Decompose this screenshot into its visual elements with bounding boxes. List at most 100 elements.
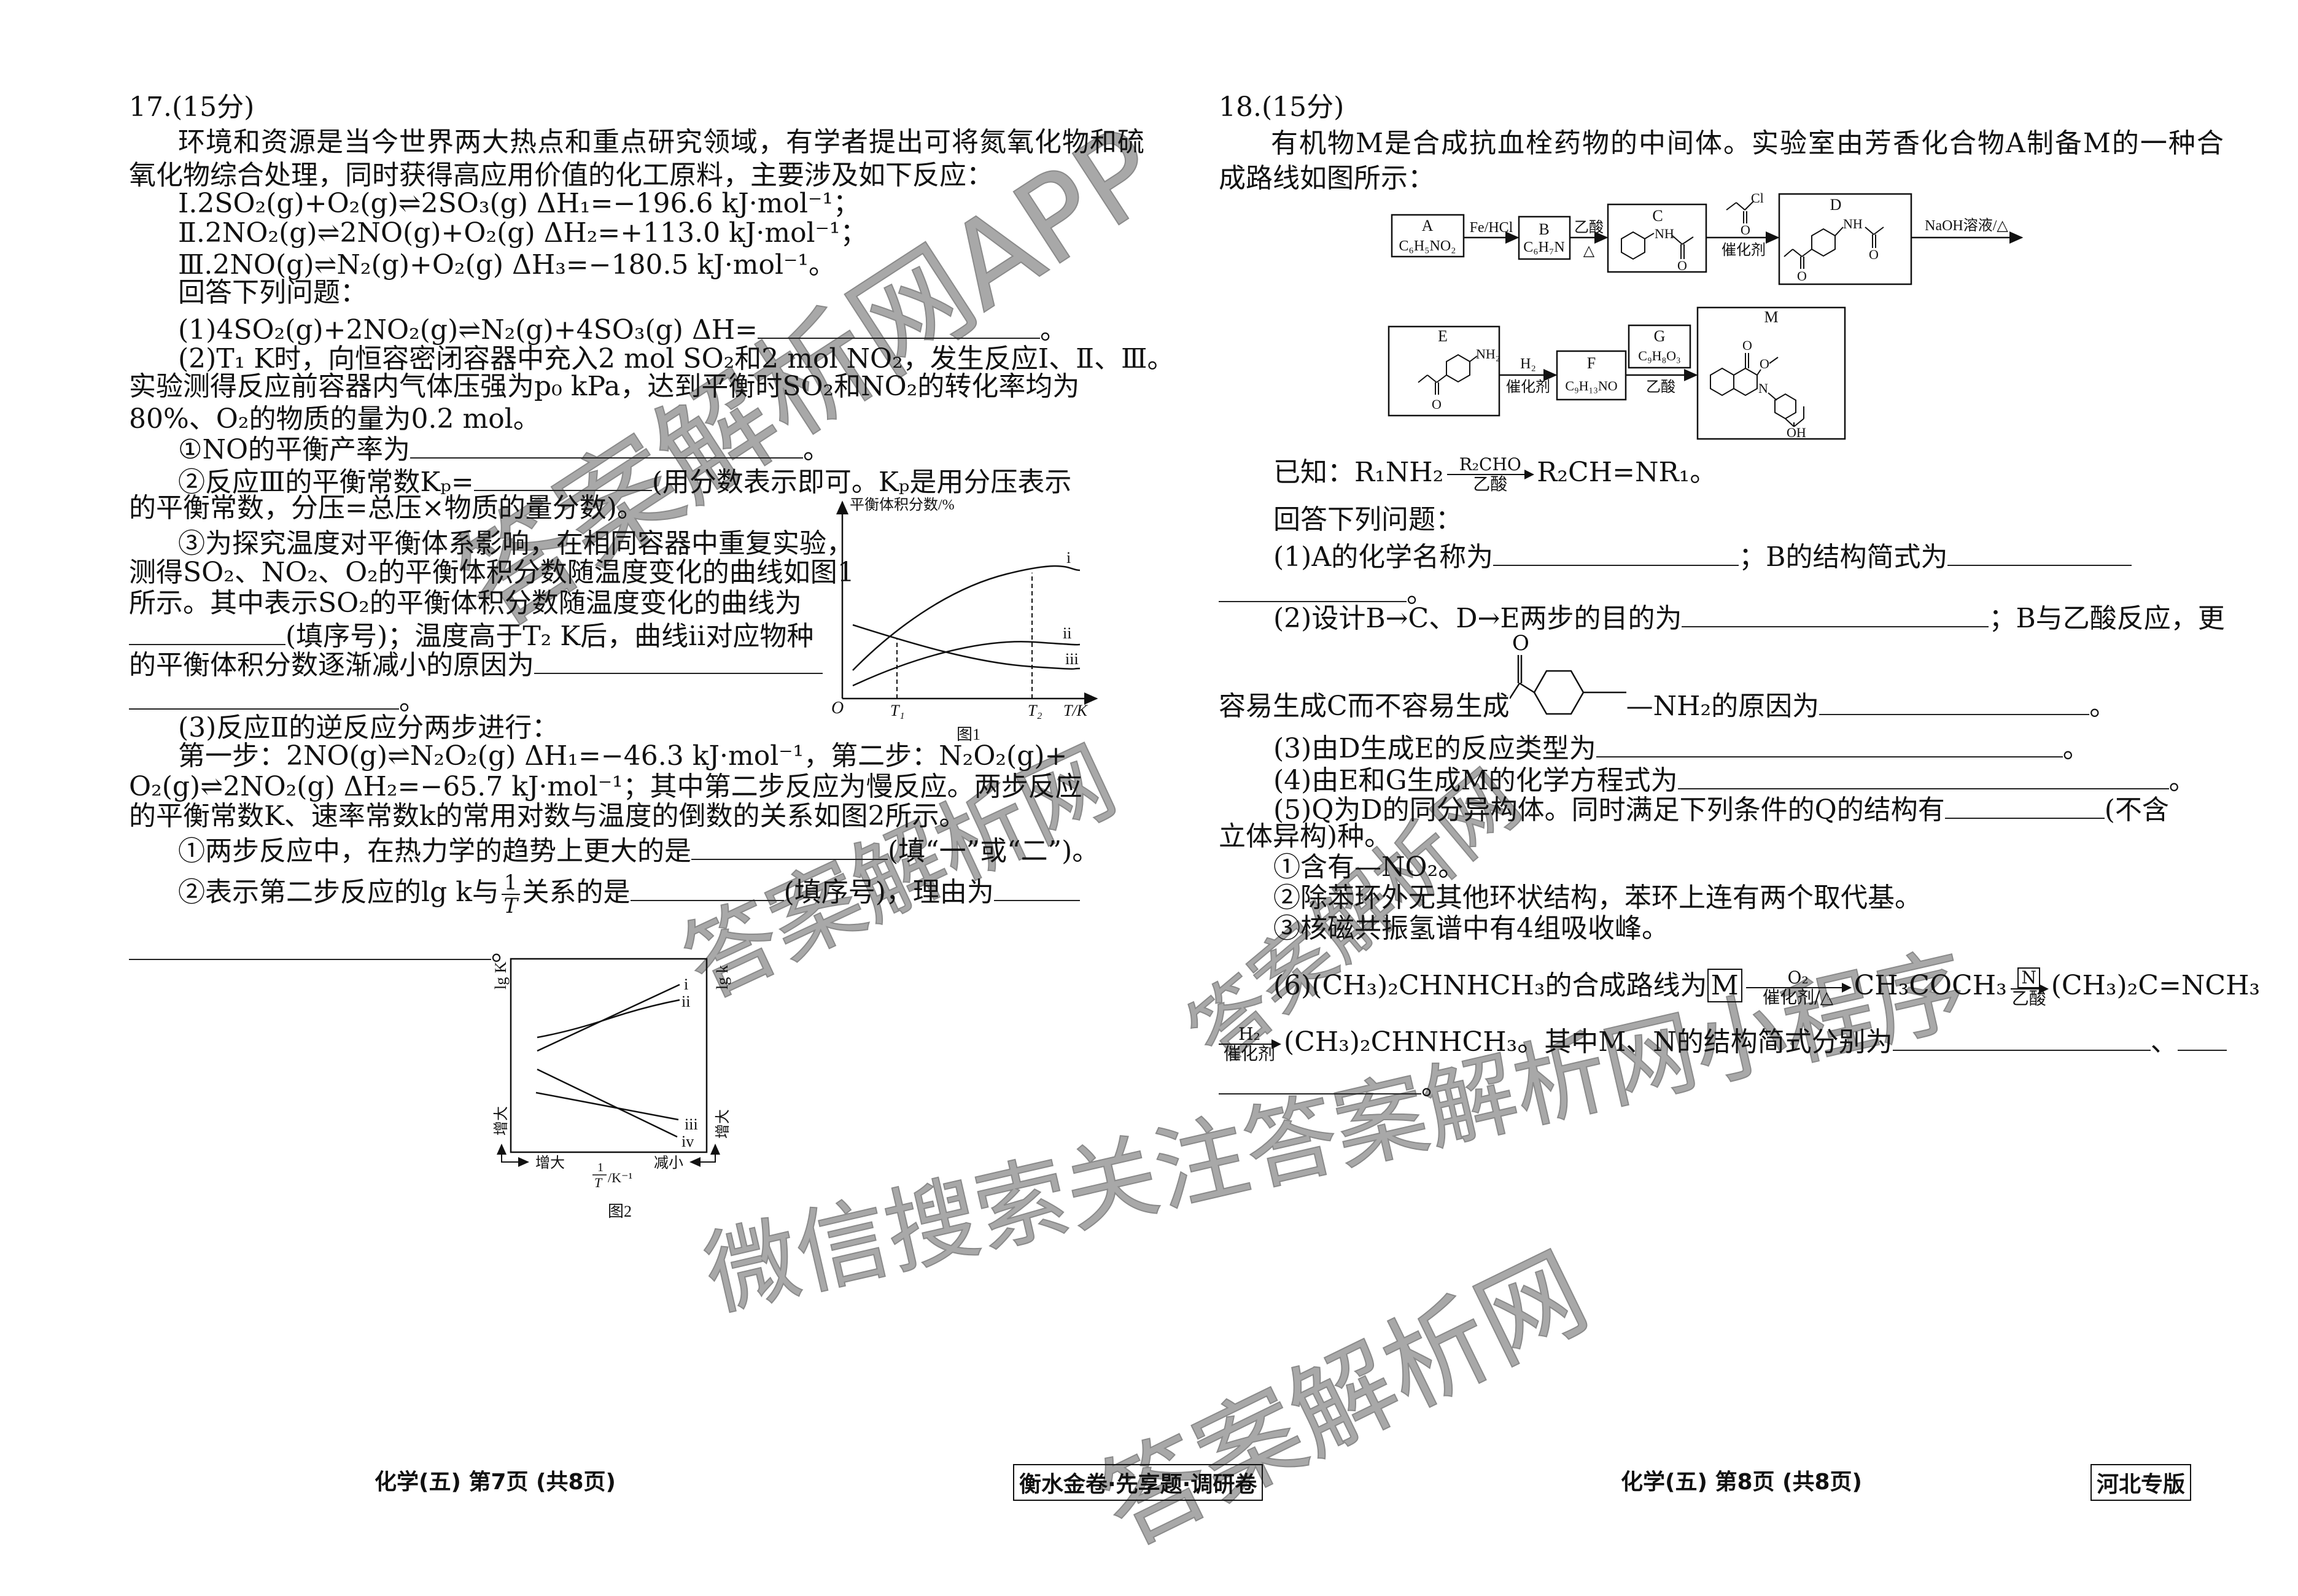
part-2-text: 实验测得反应前容器内气体压强为p₀ kPa，达到平衡时SO₂和NO₂的转化率均为 bbox=[129, 371, 1080, 402]
line-ii bbox=[537, 999, 680, 1039]
x-tick-t2: T₂ bbox=[1028, 702, 1042, 719]
arrow-top-label: H₂ bbox=[1238, 1023, 1260, 1044]
answer-blank[interactable] bbox=[1219, 1069, 1421, 1094]
arrow-top-label: R₂CHO bbox=[1459, 454, 1521, 475]
answer-blank[interactable] bbox=[1947, 540, 2132, 566]
part-3-text: 第一步：2NO(g)⇌N₂O₂(g) ΔH₁=−46.3 kJ·mol⁻¹，第二… bbox=[178, 740, 1068, 772]
x-tick-t1: T₁ bbox=[890, 702, 905, 719]
synthesis-scheme: A C₆H₅NO₂ Fe/HCl B C₆H₇N 乙酸 △ C 催化剂 D Na… bbox=[1388, 190, 2024, 440]
answer-blank[interactable] bbox=[410, 433, 804, 459]
answer-blank[interactable] bbox=[1682, 602, 1989, 627]
intro-line: 有机物M是合成抗血栓药物的中间体。实验室由芳香化合物A制备M的一种合 bbox=[1271, 128, 2225, 159]
sub-3-text: 所示。其中表示SO₂的平衡体积分数随温度变化的曲线为 bbox=[129, 587, 802, 619]
part-text: (6)(CH₃)₂CHNHCH₃的合成路线为 bbox=[1273, 970, 1707, 1001]
compound-label: A bbox=[1422, 217, 1434, 234]
part-text: 的平衡体积分数逐渐减小的原因为 bbox=[129, 649, 534, 681]
part-text: 容易生成C而不容易生成 bbox=[1219, 691, 1510, 722]
answer-blank[interactable] bbox=[630, 875, 784, 901]
reagent-label: 催化剂 bbox=[1722, 242, 1766, 258]
answer-blank[interactable] bbox=[691, 834, 888, 860]
answer-blank[interactable] bbox=[1596, 732, 2063, 757]
answer-blank[interactable] bbox=[534, 648, 823, 674]
compound-label: C bbox=[1652, 207, 1663, 225]
part-text: 。 bbox=[2168, 765, 2196, 796]
reagent-n-box: N bbox=[2017, 967, 2040, 988]
part-text: ；B的结构简式为 bbox=[1739, 541, 1948, 573]
part-text: 关系的是 bbox=[522, 877, 631, 908]
left-up-arrow bbox=[497, 1144, 528, 1163]
part-text: ①NO的平衡产率为 bbox=[178, 434, 411, 465]
y-axis-label: 平衡体积分数/% bbox=[850, 497, 955, 513]
condition-2: ②除苯环外无其他环状结构，苯环上连有两个取代基。 bbox=[1273, 882, 1922, 913]
answer-blank[interactable] bbox=[129, 934, 491, 960]
series-badge: 衡水金卷·先享题·调研卷 bbox=[1013, 1464, 1264, 1501]
oxygen-label: O bbox=[1677, 258, 1687, 273]
oxygen-label: O bbox=[1432, 397, 1442, 412]
nh-label: NH bbox=[1655, 226, 1674, 241]
line-i bbox=[537, 983, 680, 1052]
acetyl-aniline-structure-wrap: O bbox=[1509, 634, 1626, 715]
part-text: 。 bbox=[2089, 691, 2117, 722]
sub-3-text: 测得SO₂、NO₂、O₂的平衡体积分数随温度变化的曲线如图1 bbox=[129, 557, 855, 588]
intro-line: 成路线如图所示： bbox=[1219, 163, 1435, 194]
intro-line: 氧化物综合处理，同时获得高应用价值的化工原料，主要涉及如下反应： bbox=[129, 160, 993, 191]
part-5-cont: 立体异构)种。 bbox=[1219, 821, 1392, 852]
answer-blank[interactable] bbox=[473, 465, 652, 491]
line-label: i bbox=[684, 975, 688, 993]
part-text: (1)4SO₂(g)+2NO₂(g)⇌N₂(g)+4SO₃(g) ΔH= bbox=[178, 314, 758, 346]
x-decrease-label: 减小 bbox=[654, 1155, 683, 1171]
answer-blank[interactable] bbox=[1219, 576, 1407, 602]
curve-label: ii bbox=[1063, 624, 1071, 642]
oxygen-label: O bbox=[1869, 247, 1879, 262]
chlorine-label: Cl bbox=[1751, 190, 1764, 206]
compound-m-box bbox=[1696, 306, 1846, 440]
x-label-denominator: T bbox=[594, 1175, 603, 1190]
molecular-formula: C₉H₈O₃ bbox=[1638, 348, 1680, 363]
part-text: (CH₃)₂C=NCH₃ bbox=[2051, 970, 2261, 1001]
answer-blank[interactable] bbox=[129, 684, 399, 710]
origin-label: O bbox=[831, 699, 844, 718]
part-2: (2)T₁ K时，向恒容密闭容器中充入2 mol SO₂和2 mol NO₂，发… bbox=[178, 343, 1174, 374]
line-iii bbox=[535, 1091, 679, 1121]
left-axis-direction: 增大 bbox=[493, 1106, 510, 1136]
part-5: (5)Q为D的同分异构体。同时满足下列条件的Q的结构有(不含 bbox=[1273, 793, 2169, 826]
answer-blank[interactable] bbox=[993, 875, 1080, 901]
answer-blank[interactable] bbox=[129, 619, 285, 645]
answer-blank[interactable] bbox=[2177, 1025, 2227, 1051]
answer-blank[interactable] bbox=[1677, 764, 2169, 789]
watermark: 答案解析网 bbox=[1082, 1231, 1606, 1570]
oxygen-label: O bbox=[1797, 268, 1807, 284]
structure-d bbox=[1784, 227, 1884, 269]
oxygen-label: O bbox=[1760, 356, 1769, 371]
line-iv bbox=[537, 1068, 678, 1138]
part-2-cont: 容易生成C而不容易生成 O —NH₂的原因为。 bbox=[1219, 634, 2117, 722]
part-4: (4)由E和G生成M的化学方程式为。 bbox=[1273, 764, 2196, 796]
part-text: (用分数表示即可。Kₚ是用分压表示 bbox=[651, 467, 1072, 498]
part-text: (填序号)；温度高于T₂ K后，曲线ⅱ对应物种 bbox=[285, 621, 814, 652]
line-label: iv bbox=[681, 1133, 694, 1150]
part-text: 。 bbox=[1407, 578, 1434, 609]
compound-label: G bbox=[1654, 327, 1666, 345]
compound-label: M bbox=[1764, 308, 1778, 326]
answer-blank[interactable] bbox=[1944, 793, 2105, 819]
question-title: 18.(15分) bbox=[1219, 91, 1345, 123]
curve-iii bbox=[852, 624, 1081, 670]
molecular-formula: C₆H₇N bbox=[1523, 239, 1564, 255]
y-axis-right-label: lg k bbox=[713, 965, 731, 990]
answer-blank[interactable] bbox=[1819, 689, 2090, 715]
page-footer-right: 化学(五) 第8页 (共8页) bbox=[1621, 1470, 1862, 1495]
part-text: CH₃COCH₃ bbox=[1854, 970, 2007, 1001]
x-increase-label: 增大 bbox=[535, 1155, 565, 1171]
right-axis-direction: 增大 bbox=[715, 1109, 731, 1139]
part-2-text: 80%、O₂的物质的量为0.2 mol。 bbox=[129, 403, 540, 435]
part-text: (5)Q为D的同分异构体。同时满足下列条件的Q的结构有 bbox=[1273, 794, 1945, 826]
answer-blank[interactable] bbox=[1892, 1025, 2151, 1051]
answer-blank[interactable] bbox=[1493, 540, 1739, 566]
compound-label: E bbox=[1438, 327, 1448, 345]
y-axis-left-label: lg K bbox=[492, 961, 510, 990]
answer-blank[interactable] bbox=[757, 313, 1040, 339]
figure-1-chart: 平衡体积分数/% i ii iii O T₁ T₂ T/K 图1 bbox=[831, 497, 1098, 743]
compound-g-box bbox=[1628, 324, 1691, 369]
